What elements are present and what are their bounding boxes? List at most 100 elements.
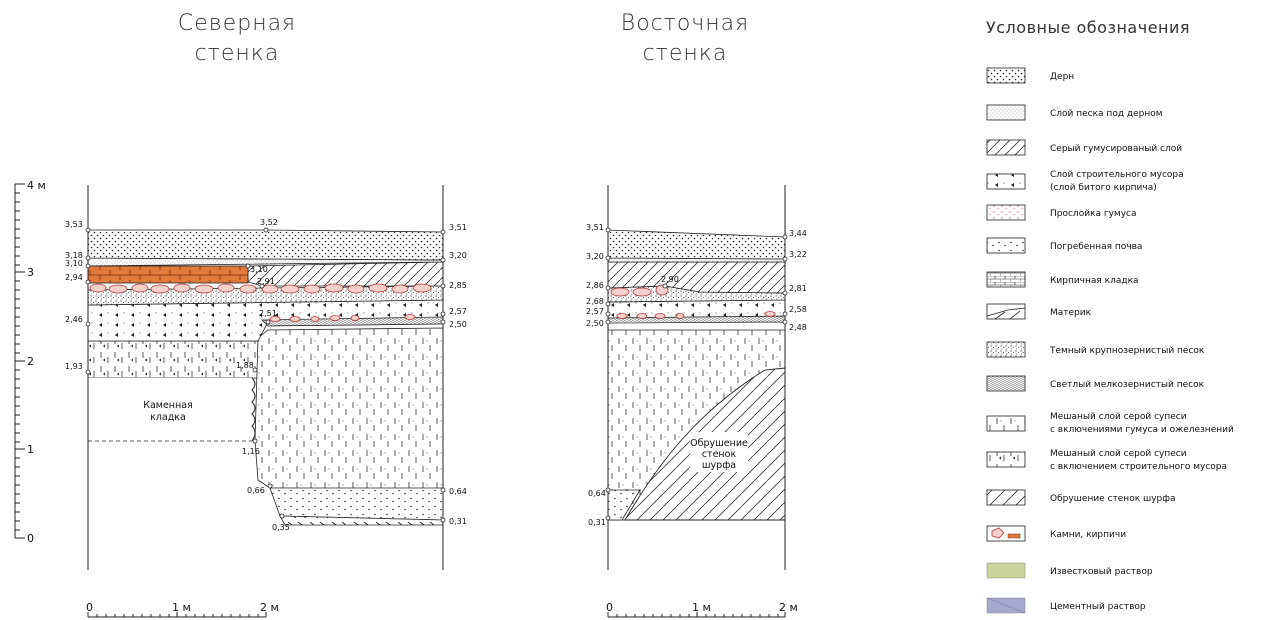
mixed-loam-humus-swatch (986, 415, 1026, 432)
north-stones (89, 283, 432, 322)
east-left-mark-4: 2,57 (586, 307, 604, 316)
legend-label-sand-under-sod: Слой песка под дерном (1050, 109, 1163, 119)
bedrock-swatch (986, 303, 1026, 320)
dark-sand-swatch (986, 341, 1026, 358)
legend-label-debris-2: (слой битого кирпича) (1050, 183, 1157, 193)
east-right-mark-3: 2,58 (789, 305, 807, 314)
north-buried-soil-bottom (269, 487, 444, 521)
east-right-mark-1: 3,22 (789, 250, 807, 259)
north-inner-mark-4: 1,88 (236, 361, 254, 370)
north-right-mark-3: 2,57 (449, 307, 467, 316)
east-left-mark-2: 2,86 (586, 281, 604, 290)
east-inner-mark-0: 2,90 (661, 275, 679, 284)
legend-label-gray-humus: Серый гумусированый слой (1050, 144, 1182, 154)
east-left-mark-5: 2,50 (586, 319, 604, 328)
legend-label-mixed-debris-2: с включением строительного мусора (1050, 462, 1227, 472)
north-left-mark-3: 2,94 (65, 273, 83, 282)
north-right-mark-2: 2,85 (449, 281, 467, 290)
east-left-mark-3: 2,68 (586, 297, 604, 306)
cement-mortar-swatch (986, 597, 1026, 614)
north-inner-mark-0: 3,52 (260, 218, 278, 227)
east-stones (610, 284, 776, 319)
north-masonry-label-line2: кладка (150, 412, 186, 423)
north-right-mark-1: 3,20 (449, 251, 467, 260)
north-inner-mark-3: 2,51 (259, 309, 277, 318)
north-right-mark-0: 3,51 (449, 223, 467, 232)
north-inner-mark-2: 2,91 (257, 277, 275, 286)
east-left-mark-7: 0,31 (588, 518, 606, 527)
legend-label-debris-1: Слой строительного мусора (1050, 170, 1184, 180)
north-masonry-label-line1: Каменная (143, 400, 193, 411)
buried-soil-swatch (986, 237, 1026, 254)
north-title-line1: Северная (178, 11, 296, 36)
east-right-mark-4: 2,48 (789, 323, 807, 332)
legend-label-brick-masonry: Кирпичная кладка (1050, 276, 1139, 286)
north-mixed-debris-layer (87, 340, 259, 379)
legend-label-light-sand: Светлый мелкозернистый песок (1050, 380, 1205, 390)
stones-bricks-swatch (986, 525, 1026, 542)
east-right-mark-0: 3,44 (789, 229, 807, 238)
east-right-mark-2: 2,81 (789, 284, 807, 293)
north-stone-masonry (88, 378, 252, 441)
sand-under-sod-swatch (986, 104, 1026, 121)
legend-label-bedrock: Материк (1050, 308, 1092, 318)
collapse-swatch (986, 489, 1026, 506)
vscale-tick-4: 4 м (27, 179, 46, 192)
legend-label-dark-sand: Темный крупнозернистый песок (1049, 346, 1205, 356)
east-horizontal-scale: 0 1 м 2 м (606, 601, 798, 618)
east-hscale-tick-0: 0 (606, 601, 613, 614)
north-right-mark-4: 2,50 (449, 320, 467, 329)
east-collapse-label-line3: шурфа (702, 460, 736, 471)
east-collapse-label-line1: Обрушение (690, 438, 748, 449)
vscale-tick-1: 1 (27, 443, 34, 456)
east-wall-section: Обрушение стенок шурфа 3,51 3,20 2,86 2,… (586, 185, 807, 570)
north-sod-layer (87, 229, 444, 261)
east-sod-layer (607, 229, 786, 260)
north-left-mark-0: 3,53 (65, 220, 83, 229)
east-title-line2: стенка (643, 41, 728, 66)
east-left-mark-6: 0,64 (588, 489, 606, 498)
vertical-scale: 4 м 3 2 1 0 (14, 179, 46, 545)
legend-label-humus-lens: Прослойка гумуса (1050, 209, 1137, 219)
north-hscale-tick-1: 1 м (172, 601, 191, 614)
legend-label-stones-bricks: Камни, кирпичи (1050, 530, 1126, 540)
north-brick-rows (87, 265, 249, 284)
construction-debris-swatch (986, 173, 1026, 190)
light-sand-swatch (986, 375, 1026, 392)
east-collapse-label-bg (690, 432, 748, 472)
vscale-tick-0: 0 (27, 532, 34, 545)
legend-label-sod: Дерн (1050, 72, 1074, 82)
north-right-mark-5: 0,64 (449, 487, 467, 496)
north-inner-mark-7: 0,35 (272, 523, 290, 532)
humus-lens-swatch (986, 204, 1026, 221)
north-left-mark-1: 3,18 (65, 251, 83, 260)
legend: Дерн Слой песка под дерном Серый гумусир… (986, 67, 1234, 614)
north-inner-mark-1: 3,10 (250, 265, 268, 274)
north-horizontal-scale: 0 1 м 2 м (86, 601, 279, 618)
north-mixed-humus-layer (254, 327, 444, 491)
mixed-loam-debris-swatch (986, 451, 1026, 468)
north-left-mark-5: 1,93 (65, 362, 83, 371)
east-left-mark-0: 3,51 (586, 223, 604, 232)
east-collapse-label-line2: стенок (702, 449, 737, 460)
east-left-mark-1: 3,20 (586, 252, 604, 261)
sod-swatch (986, 67, 1026, 84)
north-left-mark-2: 3,10 (65, 259, 83, 268)
east-title-line1: Восточная (621, 11, 749, 36)
east-hscale-tick-2: 2 м (779, 601, 798, 614)
legend-label-mixed-humus-2: с включениями гумуса и ожелезнений (1050, 425, 1234, 435)
legend-label-mixed-humus-1: Мешаный слой серой супеси (1050, 412, 1187, 422)
north-masonry-edge (251, 377, 256, 442)
legend-label-collapse: Обрушение стенок шурфа (1050, 494, 1175, 504)
brick-masonry-swatch (986, 271, 1026, 288)
vscale-tick-3: 3 (27, 266, 34, 279)
east-hscale-tick-1: 1 м (692, 601, 711, 614)
legend-label-mixed-debris-1: Мешаный слой серой супеси (1050, 449, 1187, 459)
north-inner-mark-6: 0,66 (247, 486, 265, 495)
legend-label-lime-mortar: Известковый раствор (1050, 567, 1153, 577)
north-hscale-tick-2: 2 м (260, 601, 279, 614)
north-wall-section: Каменная кладка (65, 185, 467, 570)
north-title-line2: стенка (195, 41, 280, 66)
vscale-tick-2: 2 (27, 355, 34, 368)
